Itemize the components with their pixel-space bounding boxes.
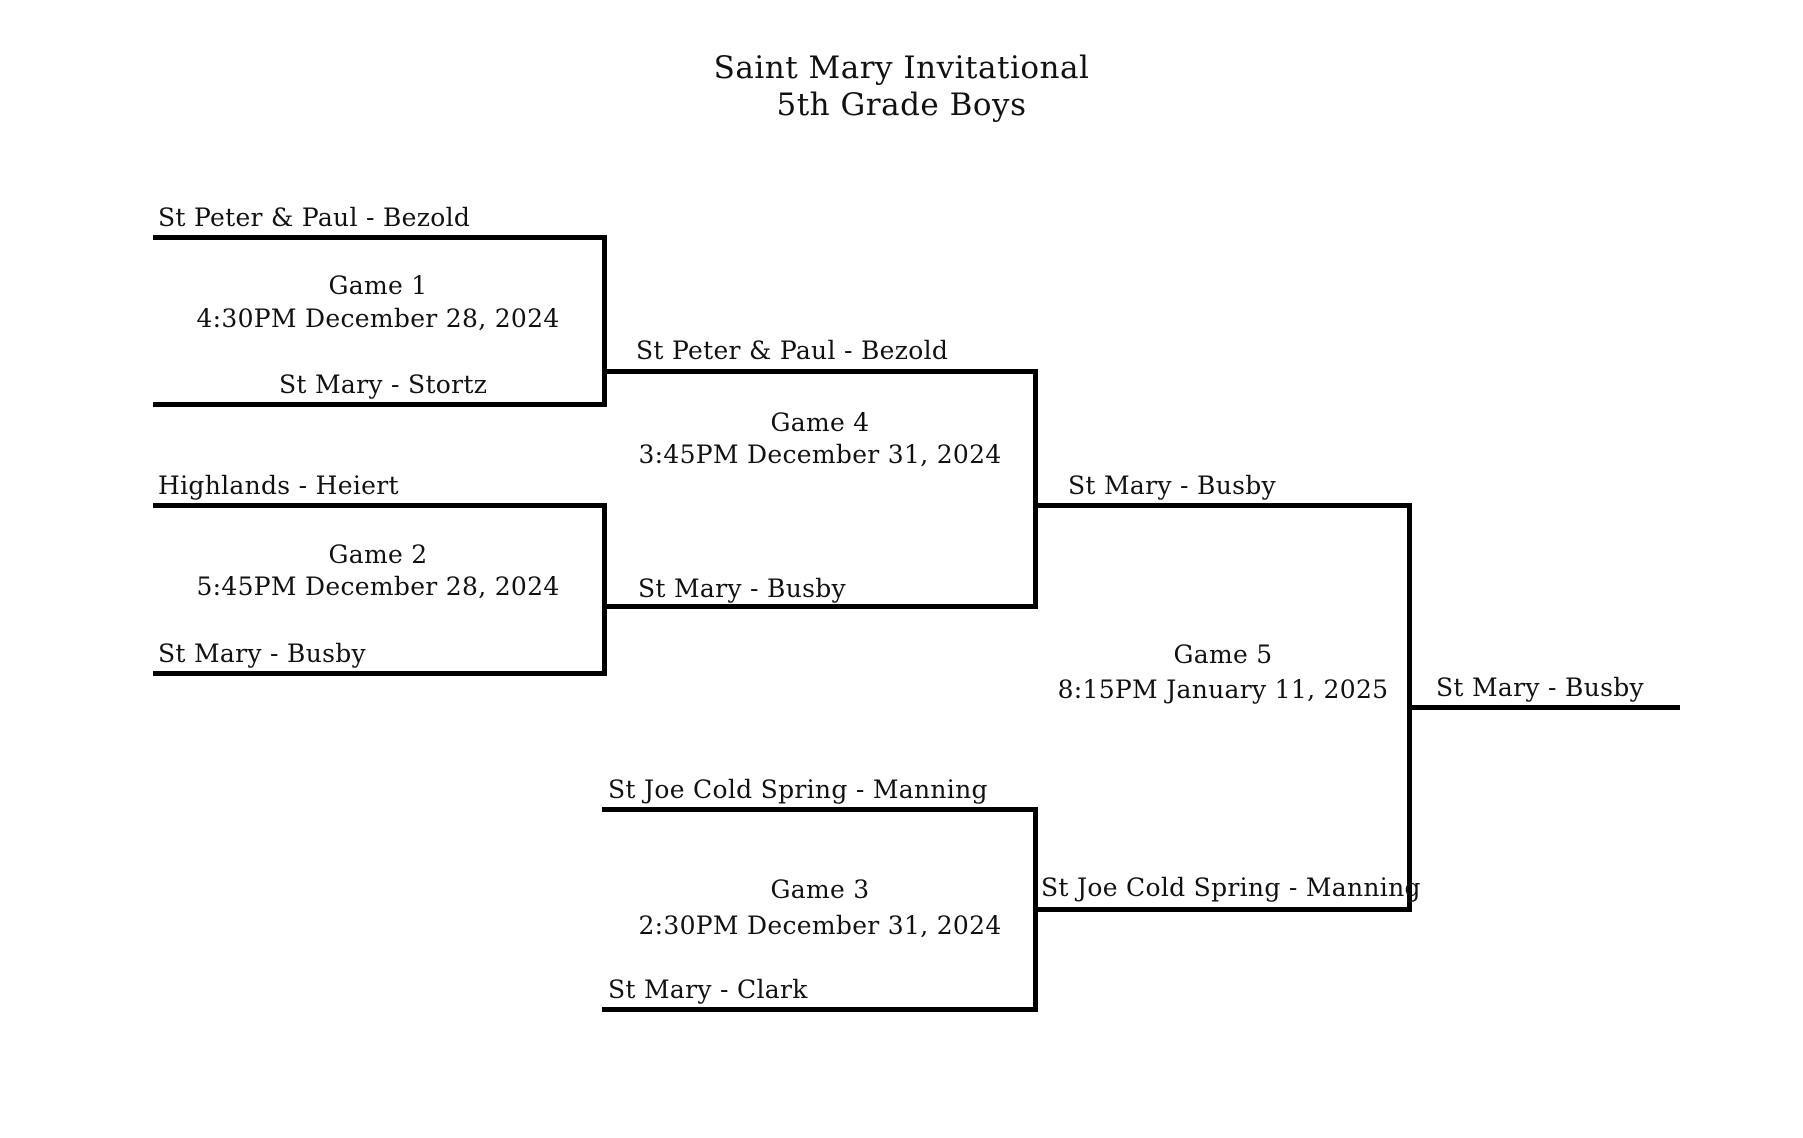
game3-label: Game 3 xyxy=(770,875,870,904)
game4-label: Game 4 xyxy=(770,408,870,437)
game2-top-team: Highlands - Heiert xyxy=(158,471,399,500)
game2-bottom-team: St Mary - Busby xyxy=(158,639,366,668)
game4-top-line xyxy=(602,369,1038,374)
game5-label: Game 5 xyxy=(1173,640,1273,669)
game5-time: 8:15PM January 11, 2025 xyxy=(1057,675,1389,704)
game3-bottom-line xyxy=(602,1007,1038,1012)
game2-label: Game 2 xyxy=(328,540,428,569)
game2-connector xyxy=(602,503,607,676)
game5-top-line xyxy=(1033,503,1412,508)
game2-bottom-line xyxy=(153,671,607,676)
champion-team: St Mary - Busby xyxy=(1436,673,1644,702)
game3-top-line xyxy=(602,807,1038,812)
champion-line xyxy=(1407,705,1680,710)
bracket-title: Saint Mary Invitational xyxy=(713,50,1090,86)
game2-top-line xyxy=(153,503,607,508)
game5-bottom-line xyxy=(1033,907,1412,912)
game1-top-line xyxy=(153,235,607,240)
game3-time: 2:30PM December 31, 2024 xyxy=(638,911,1002,940)
game4-time: 3:45PM December 31, 2024 xyxy=(638,440,1002,469)
game3-bottom-team: St Mary - Clark xyxy=(608,975,808,1004)
bracket-subtitle: 5th Grade Boys xyxy=(776,87,1027,123)
game1-label: Game 1 xyxy=(328,271,428,300)
game2-time: 5:45PM December 28, 2024 xyxy=(196,572,560,601)
game1-bottom-line xyxy=(153,402,607,407)
game3-top-team: St Joe Cold Spring - Manning xyxy=(608,775,988,804)
game4-bottom-team: St Mary - Busby xyxy=(638,574,846,603)
game5-top-team: St Mary - Busby xyxy=(1068,471,1276,500)
game1-time: 4:30PM December 28, 2024 xyxy=(196,304,560,333)
game1-bottom-team: St Mary - Stortz xyxy=(279,370,488,399)
game1-connector xyxy=(602,235,607,407)
game5-bottom-team: St Joe Cold Spring - Manning xyxy=(1041,873,1421,902)
game1-top-team: St Peter & Paul - Bezold xyxy=(158,203,471,232)
game4-top-team: St Peter & Paul - Bezold xyxy=(636,336,949,365)
game4-connector xyxy=(1033,369,1038,609)
game4-bottom-line xyxy=(602,604,1038,609)
